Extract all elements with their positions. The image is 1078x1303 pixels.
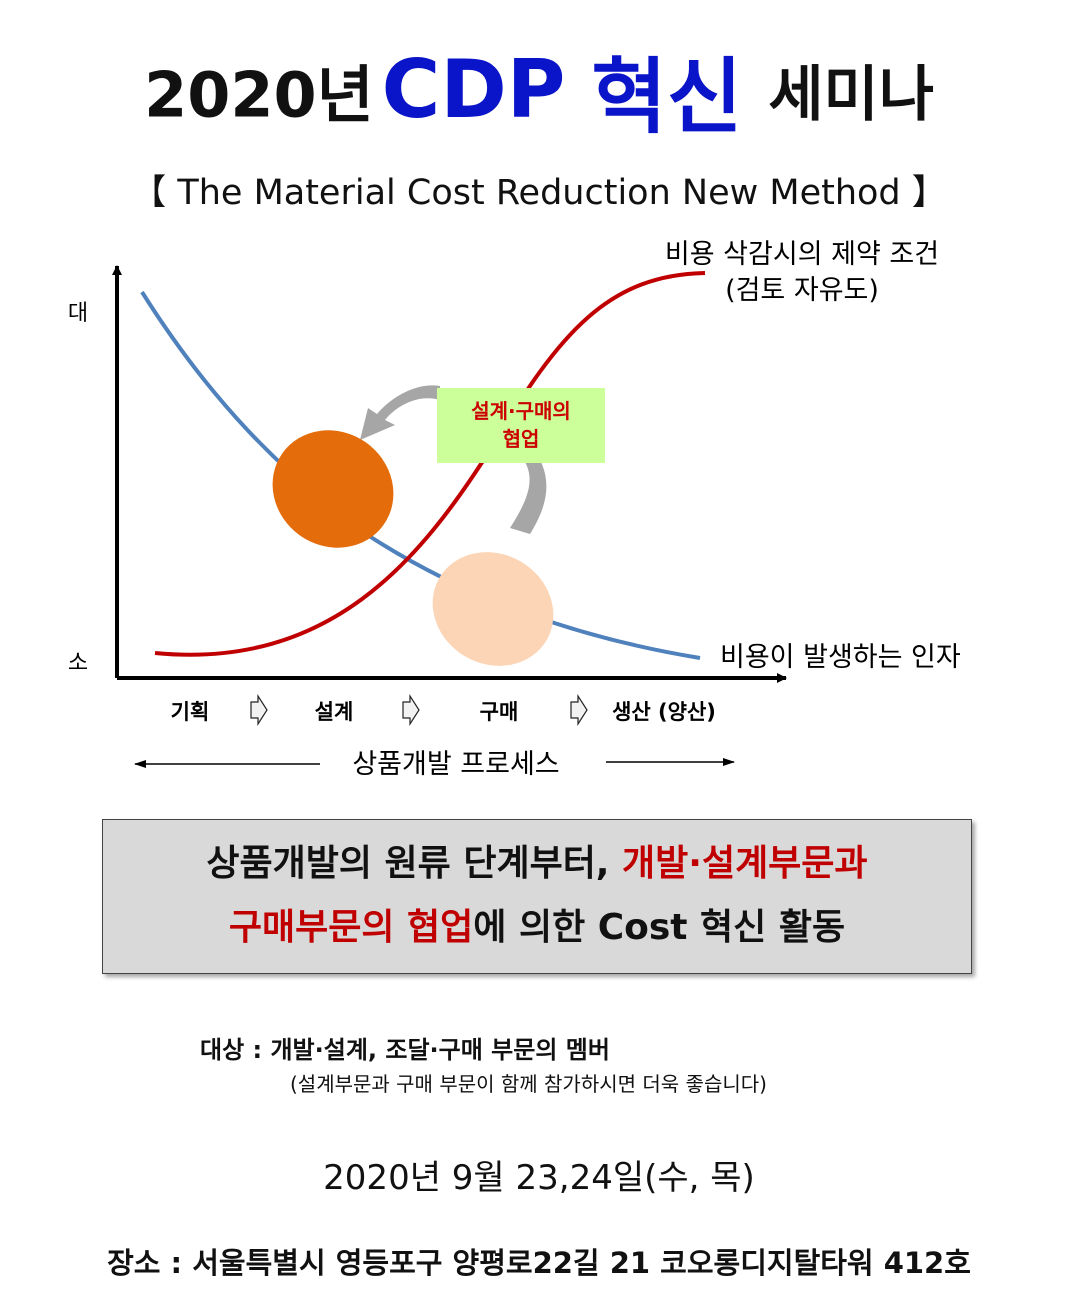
message-line1-black: 상품개발의 원류 단계부터,: [206, 843, 623, 884]
message-line2-red: 구매부문의 협업: [228, 907, 474, 948]
gray-arrow-left-icon: [360, 385, 440, 440]
stage-purchasing: 구매: [480, 700, 519, 724]
stage-chevron-icon: [570, 693, 588, 727]
collaboration-line1: 설계·구매의: [471, 399, 571, 423]
collaboration-box: 설계·구매의 협업: [437, 388, 605, 463]
constraint-curve: [154, 271, 706, 657]
peach-ellipse: [432, 552, 554, 666]
cost-factor-curve: [140, 290, 701, 660]
audience-note: (설계부문과 구매 부문이 함께 참가하시면 더욱 좋습니다): [290, 1072, 767, 1096]
constraint-label-line1: 비용 삭감시의 제약 조건: [665, 239, 939, 270]
orange-ellipse: [272, 430, 394, 548]
cost-diagram: 대 소 비용 삭감시의 제약 조건 (검토 자유도) 비용이 발생하는 인자 기…: [68, 239, 961, 780]
collaboration-line2: 협업: [502, 427, 540, 451]
constraint-label-line2: (검토 자유도): [725, 275, 879, 306]
seminar-date: 2020년 9월 23,24일(수, 목): [323, 1158, 755, 1198]
stage-chevron-icon: [402, 693, 420, 727]
subtitle: 【 The Material Cost Reduction New Method…: [131, 173, 947, 213]
stage-planning: 기획: [171, 700, 210, 724]
gray-arrow-up-icon: [510, 462, 547, 534]
stage-production: 생산 (양산): [612, 700, 716, 724]
y-low-label: 소: [68, 651, 88, 676]
cost-factor-label: 비용이 발생하는 인자: [720, 642, 961, 673]
message-line2-black: 에 의한 Cost 혁신 활동: [473, 907, 846, 948]
title-seminar: 세미나: [768, 60, 934, 130]
seminar-venue: 장소 : 서울특별시 영등포구 양평로22길 21 코오롱디지탈타워 412호: [107, 1246, 971, 1280]
audience-label: 대상 : 개발·설계, 조달·구매 부문의 멤버: [200, 1036, 610, 1064]
title-brand: CDP: [381, 43, 566, 136]
title-year: 2020년: [144, 58, 374, 132]
stage-chevron-icon: [250, 693, 268, 727]
key-message-box: 상품개발의 원류 단계부터, 개발·설계부문과 구매부문의 협업에 의한 Cos…: [102, 819, 972, 974]
y-high-label: 대: [68, 301, 88, 326]
process-label: 상품개발 프로세스: [352, 749, 559, 780]
title-innovation: 혁신: [591, 50, 743, 145]
message-line1-red: 개발·설계부문과: [622, 843, 868, 884]
stage-design: 설계: [315, 700, 354, 724]
message-line2: 구매부문의 협업에 의한 Cost 혁신 활동: [103, 896, 971, 960]
message-line1: 상품개발의 원류 단계부터, 개발·설계부문과: [103, 832, 971, 896]
